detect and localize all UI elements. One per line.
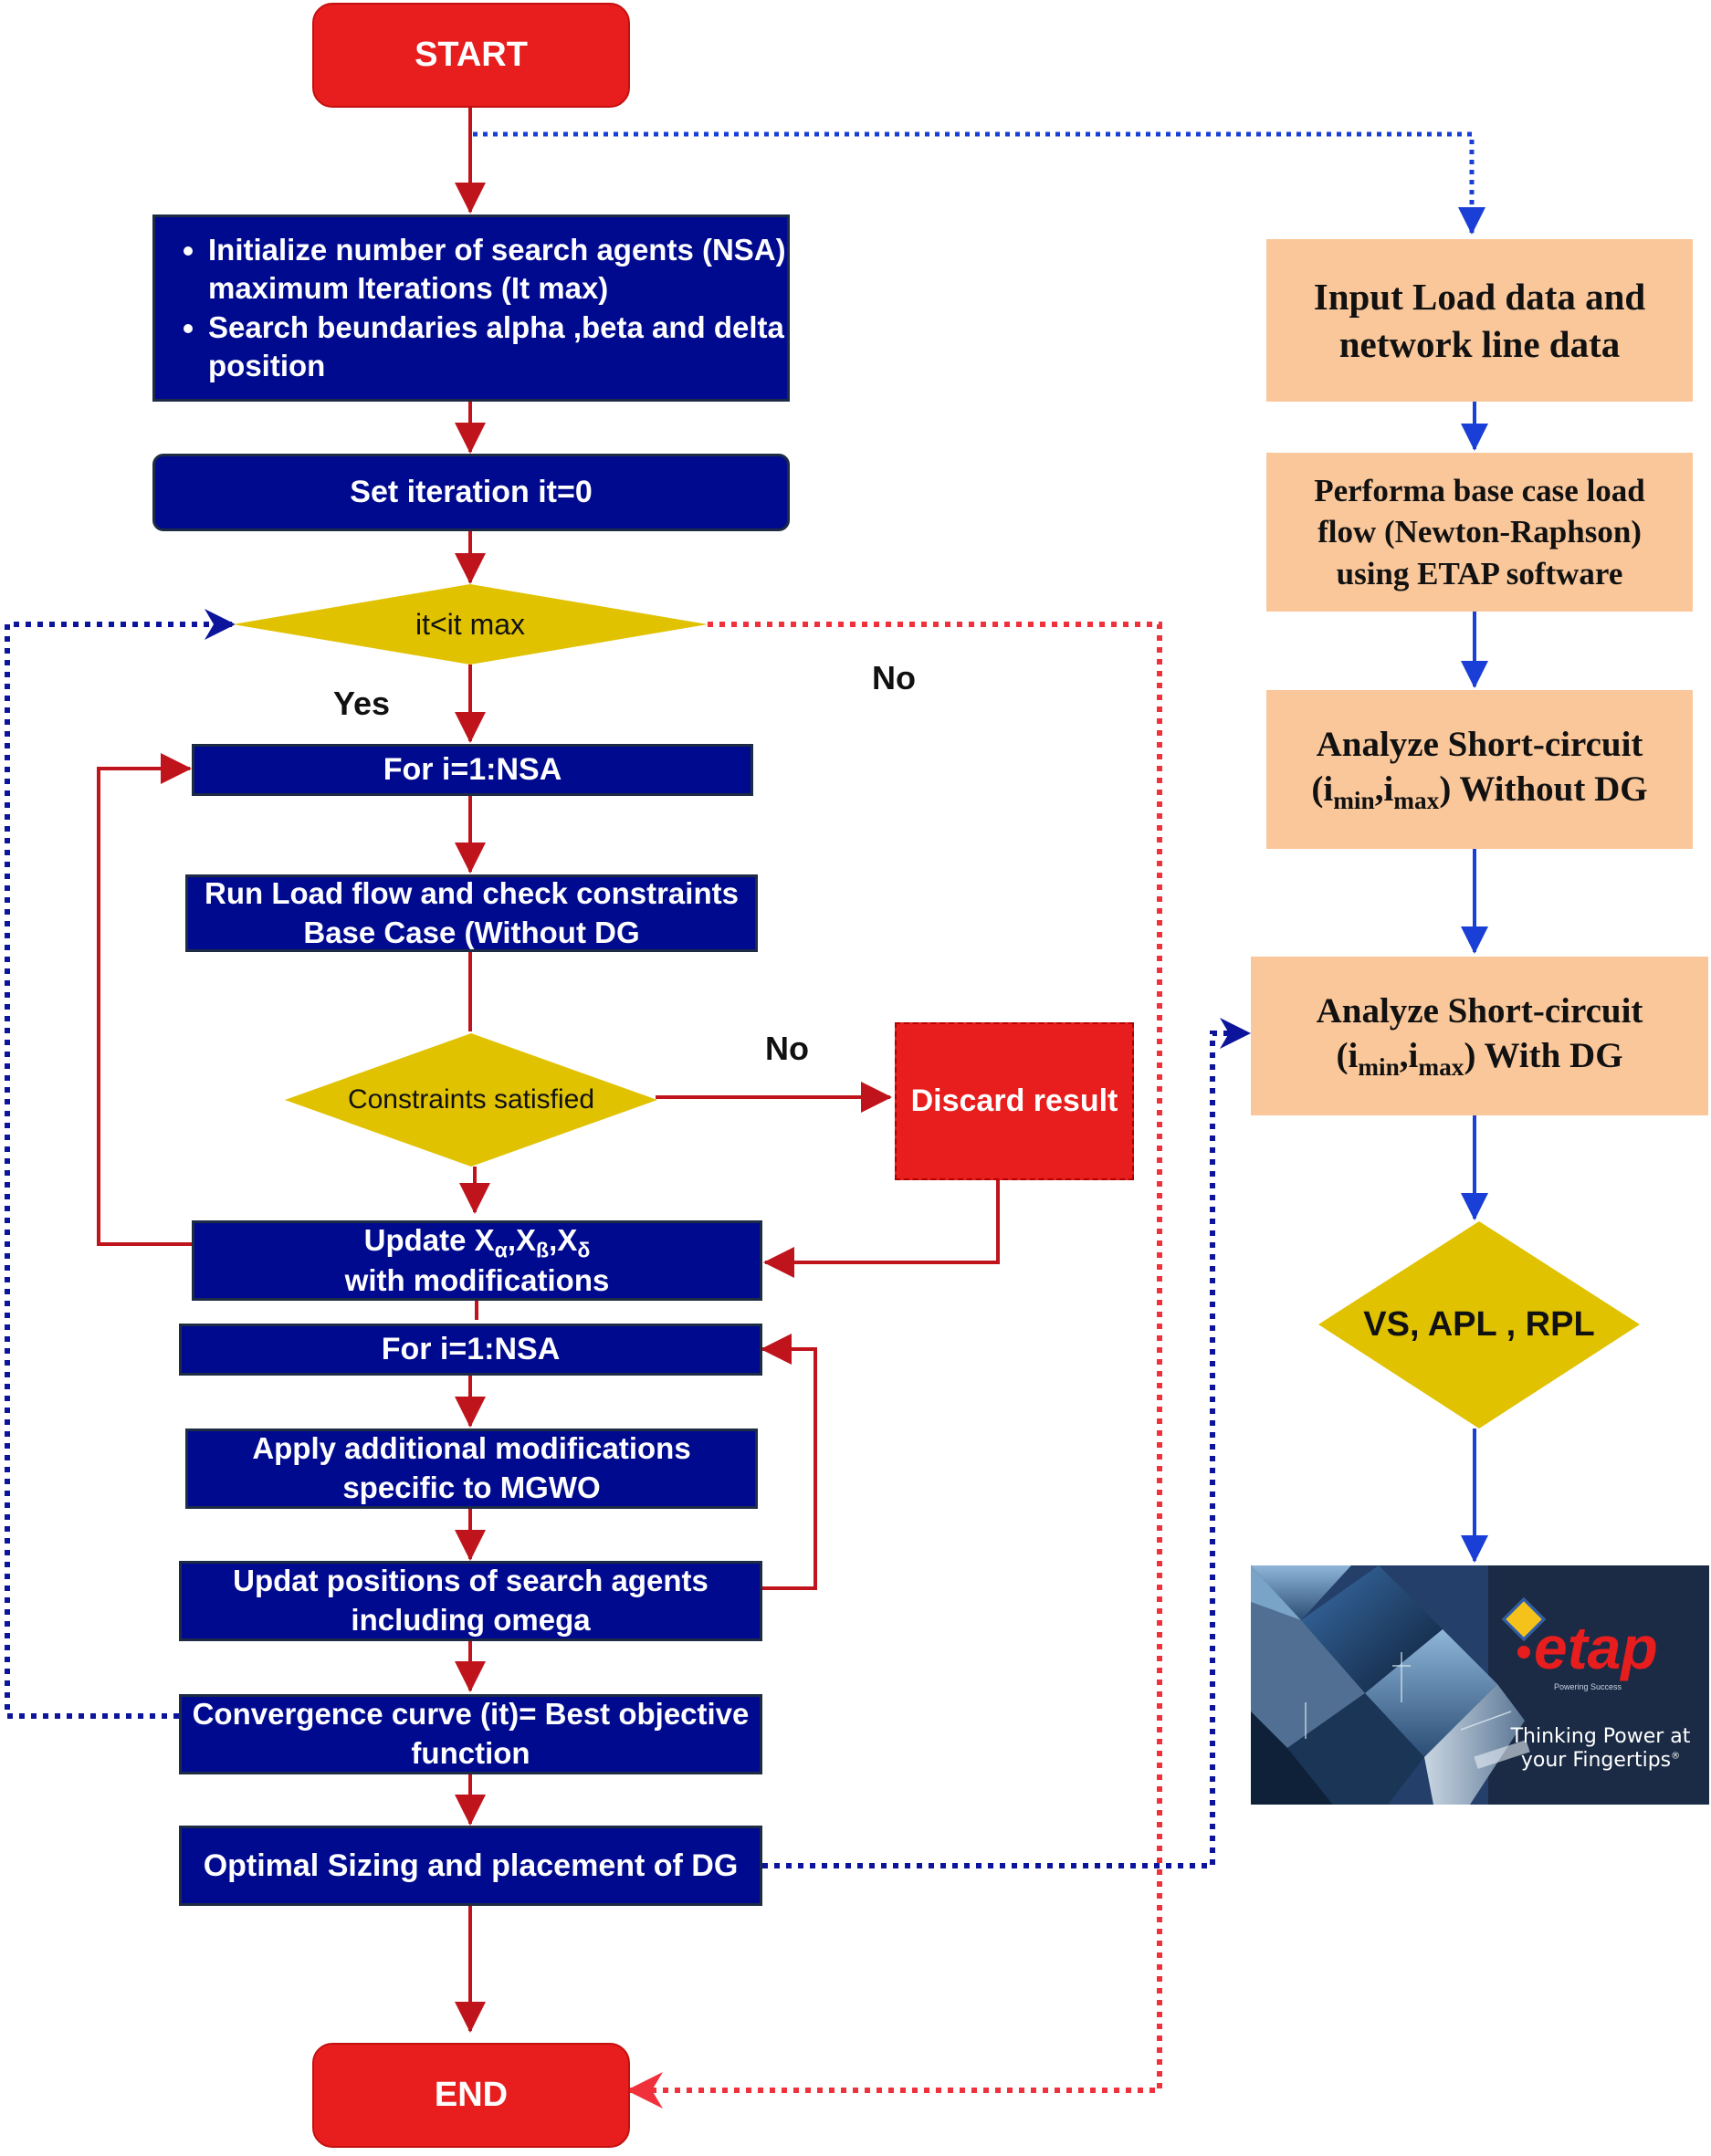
tile-sky — [1251, 1565, 1351, 1620]
for-loop-2-box: For i=1:NSA — [179, 1324, 762, 1376]
for-loop-2-label: For i=1:NSA — [381, 1332, 561, 1366]
run-load-flow-label: Run Load flow and check constraints Base… — [205, 875, 739, 949]
init-parameters-box: Initialize number of search agents (NSA)… — [152, 215, 790, 402]
dotted-conv-cond — [5, 609, 236, 1719]
dotted-optimal-scwith — [762, 1018, 1251, 1868]
convergence-curve-label: Convergence curve (it)= Best objective f… — [192, 1697, 750, 1770]
etap-tagline: Thinking Power at your Fingertips® — [1510, 1725, 1691, 1773]
sc-with-dg-box: Analyze Short-circuit (imin,imax) With D… — [1251, 957, 1708, 1115]
constraints-diamond: Constraints satisfied — [285, 1033, 657, 1167]
dotted-cond-end — [626, 622, 1162, 2109]
update-positions-line1: Update Xα,Xß,Xδ — [363, 1223, 591, 1263]
for-loop-1-box: For i=1:NSA — [192, 744, 753, 796]
arrow-loop-for2 — [761, 1334, 817, 1590]
tile-city — [1301, 1565, 1443, 1693]
optimal-sizing-box: Optimal Sizing and placement of DG — [179, 1826, 762, 1906]
start-label: START — [415, 36, 528, 74]
no-label-main: No — [872, 659, 916, 696]
sc-without-line2: (imin,imax) Without DG — [1311, 769, 1648, 814]
arrow-discard-update — [763, 1176, 1000, 1278]
update-positions-line2: with modifications — [344, 1262, 610, 1297]
sc-with-line1: Analyze Short-circuit — [1316, 991, 1643, 1031]
metrics-diamond: VS, APL , RPL — [1318, 1221, 1640, 1429]
convergence-curve-box: Convergence curve (it)= Best objective f… — [179, 1694, 762, 1774]
update-positions-box: Update Xα,Xß,Xδ with modifications — [192, 1220, 762, 1301]
init-bullet-list: Initialize number of search agents (NSA)… — [155, 231, 787, 385]
base-case-label: Performa base case load flow (Newton-Rap… — [1314, 472, 1645, 591]
etap-logo-sub: Powering Success — [1554, 1682, 1622, 1691]
etap-banner-art — [1251, 1565, 1530, 1805]
update-agents-box: Updat positions of search agents includi… — [179, 1561, 762, 1641]
metrics-shape — [1318, 1221, 1640, 1429]
apply-modifications-box: Apply additional modifications specific … — [185, 1429, 758, 1509]
etap-logo-dot — [1517, 1646, 1530, 1659]
end-label: END — [434, 2076, 509, 2114]
tile-rig — [1251, 1602, 1365, 1748]
set-iteration-label: Set iteration it=0 — [350, 475, 593, 509]
tile-solar — [1251, 1565, 1301, 1620]
loop-condition-shape — [233, 584, 708, 665]
tile-tower — [1365, 1629, 1497, 1757]
input-data-label: Input Load data and network line data — [1313, 275, 1646, 365]
yes-label: Yes — [333, 685, 391, 722]
update-agents-label: Updat positions of search agents includi… — [233, 1564, 709, 1637]
init-bullet-1: Initialize number of search agents (NSA)… — [208, 231, 787, 308]
sc-with-line2: (imin,imax) With DG — [1336, 1035, 1623, 1081]
for-loop-1-label: For i=1:NSA — [383, 752, 562, 787]
init-bullet-2: Search beundaries alpha ,beta and delta … — [208, 309, 787, 385]
etap-banner: etap Powering Success Thinking Power at … — [1251, 1565, 1709, 1805]
optimal-sizing-label: Optimal Sizing and placement of DG — [203, 1847, 739, 1883]
tile-night — [1287, 1693, 1424, 1805]
set-iteration-box: Set iteration it=0 — [152, 454, 790, 531]
etap-logo-text: etap — [1534, 1614, 1658, 1681]
metrics-label: VS, APL , RPL — [1363, 1305, 1595, 1344]
no-label-constraints: No — [765, 1030, 809, 1067]
sc-without-line1: Analyze Short-circuit — [1316, 725, 1643, 765]
tile-train — [1424, 1684, 1525, 1805]
discard-result-box: Discard result — [895, 1022, 1134, 1180]
loop-condition-label: it<it max — [415, 607, 526, 641]
sc-without-dg-box: Analyze Short-circuit (imin,imax) Withou… — [1266, 690, 1693, 849]
run-load-flow-box: Run Load flow and check constraints Base… — [185, 874, 758, 952]
start-terminal: START — [312, 3, 630, 108]
apply-modifications-label: Apply additional modifications specific … — [252, 1431, 691, 1504]
constraints-shape — [285, 1033, 657, 1167]
dotted-start-input — [473, 131, 1485, 235]
discard-result-label: Discard result — [910, 1083, 1118, 1118]
constraints-label: Constraints satisfied — [347, 1084, 595, 1115]
base-case-box: Performa base case load flow (Newton-Rap… — [1266, 453, 1693, 612]
loop-condition-diamond: it<it max — [233, 584, 708, 665]
tile-person — [1251, 1711, 1333, 1805]
arrow-loop-for1 — [97, 753, 194, 1246]
end-terminal: END — [312, 2043, 630, 2148]
input-data-box: Input Load data and network line data — [1266, 239, 1693, 402]
